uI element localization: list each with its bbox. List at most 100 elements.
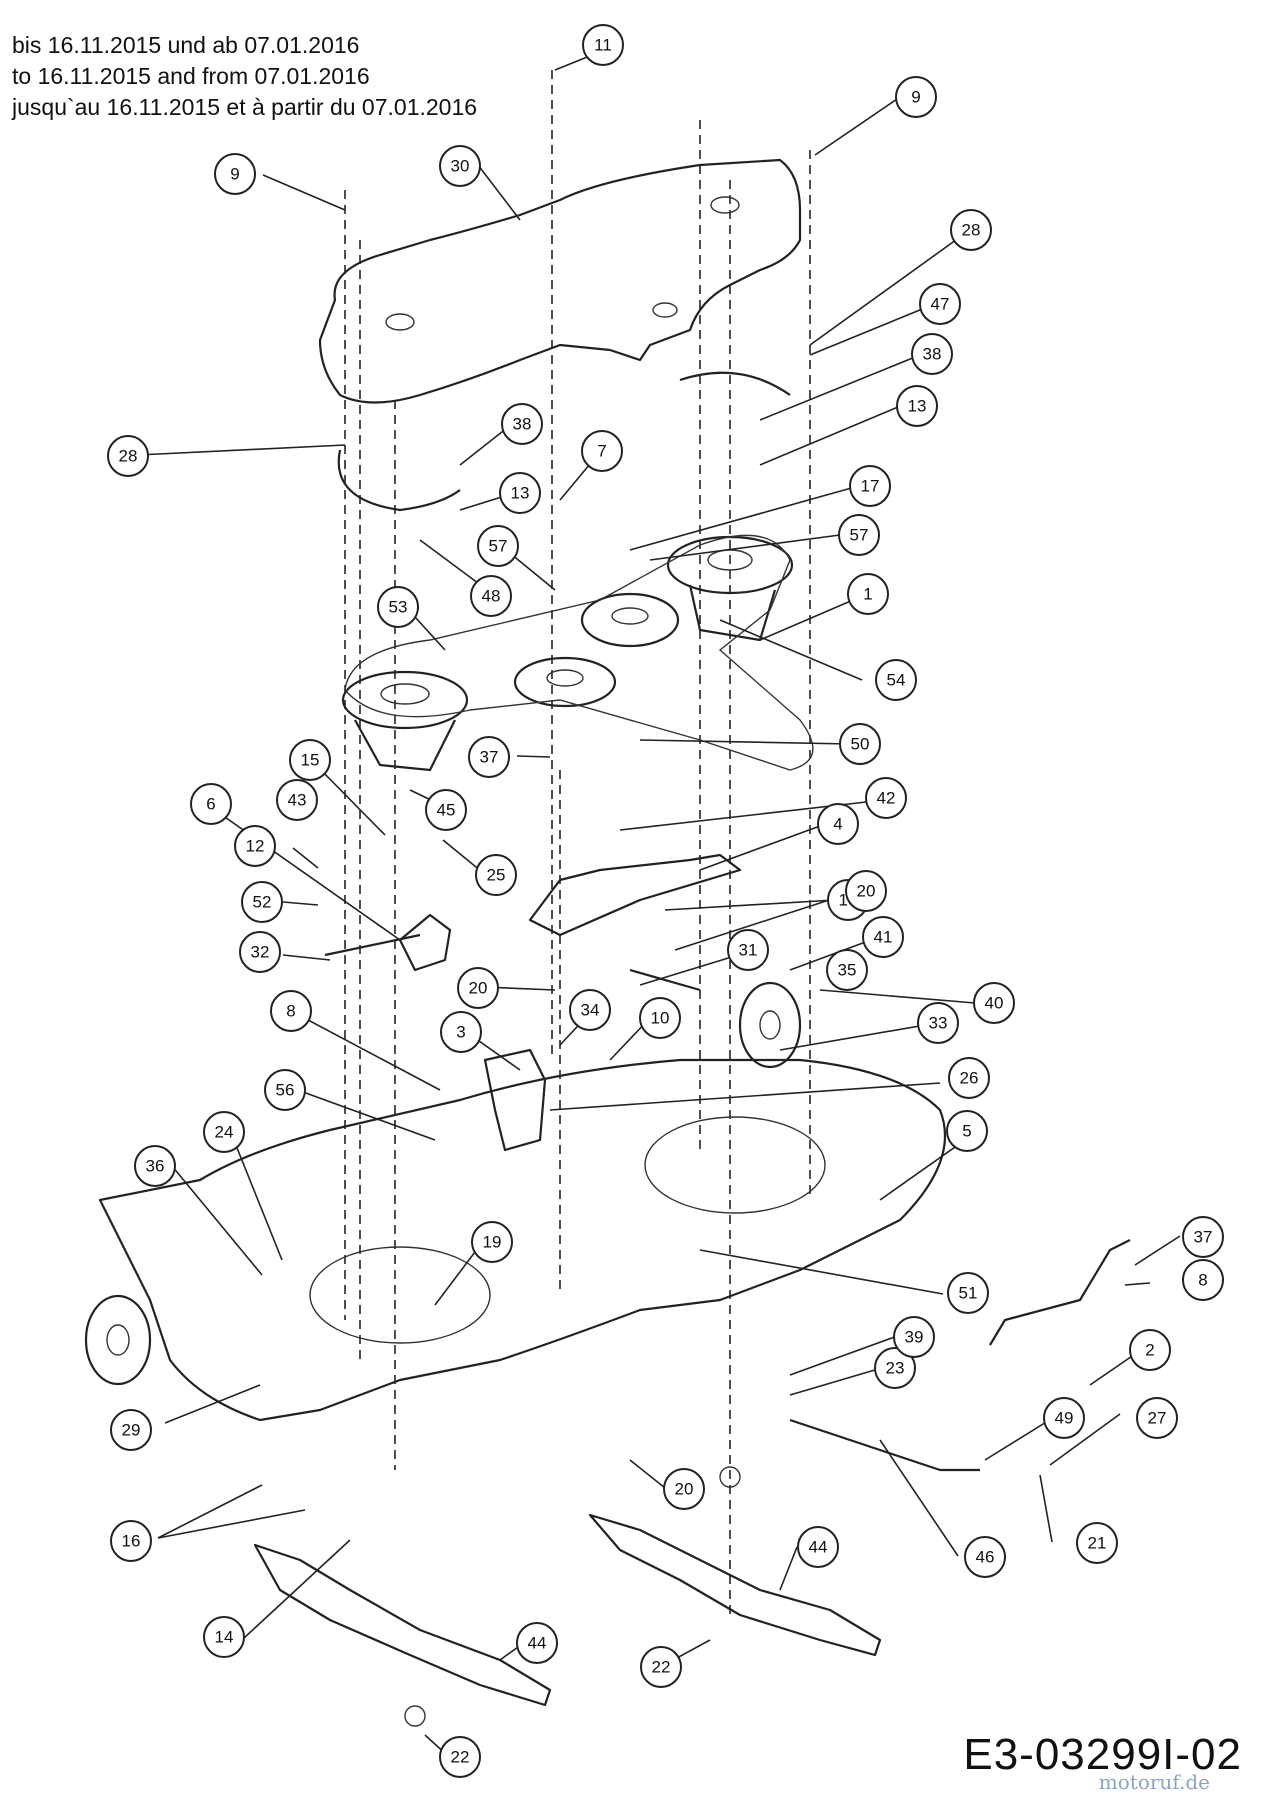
callout-circle	[845, 870, 887, 912]
callout-circle	[289, 739, 331, 781]
callout-circle	[468, 736, 510, 778]
callout-27: 27	[1136, 1397, 1178, 1439]
bracket-3	[483, 1048, 547, 1152]
blade-right	[588, 1513, 882, 1657]
cover-hole-left	[385, 313, 415, 331]
callout-label: 20	[675, 1480, 694, 1499]
deck-spindle-opening-left	[309, 1246, 491, 1344]
callout-circle	[1182, 1216, 1224, 1258]
drive-belt	[344, 534, 814, 771]
callout-52: 52	[241, 881, 283, 923]
callout-circle	[471, 1221, 513, 1263]
alignment-lines	[344, 70, 811, 1620]
callout-circle	[950, 209, 992, 251]
gauge-wheel-rod	[989, 1239, 1131, 1346]
callout-8: 8	[270, 990, 312, 1032]
callout-circle	[457, 967, 499, 1009]
belt-guide-left	[337, 449, 461, 512]
callout-label: 25	[487, 866, 506, 885]
callout-label: 44	[528, 1634, 547, 1653]
pulley-idler	[580, 592, 680, 648]
callout-label: 22	[451, 1748, 470, 1767]
callout-label: 41	[874, 928, 893, 947]
callout-44: 44	[797, 1526, 839, 1568]
callout-37: 37	[1182, 1216, 1224, 1258]
callout-42: 42	[865, 777, 907, 819]
callout-50: 50	[839, 723, 881, 765]
callout-57: 57	[477, 525, 519, 567]
callout-circle	[865, 777, 907, 819]
callout-38: 38	[501, 403, 543, 445]
pulley-center	[513, 656, 617, 708]
callout-34: 34	[569, 989, 611, 1031]
callout-circle	[896, 385, 938, 427]
callout-label: 38	[923, 345, 942, 364]
callout-circle	[440, 1011, 482, 1053]
callout-44: 44	[516, 1622, 558, 1664]
callout-30: 30	[439, 145, 481, 187]
callout-label: 9	[911, 88, 920, 107]
callout-20: 20	[457, 967, 499, 1009]
callout-circle	[874, 1347, 916, 1389]
callout-label: 4	[833, 815, 842, 834]
callout-label: 28	[119, 447, 138, 466]
callout-circle	[946, 1110, 988, 1152]
callout-56: 56	[264, 1069, 306, 1111]
callout-25: 25	[475, 854, 517, 896]
callout-17: 17	[849, 465, 891, 507]
callout-38: 38	[911, 333, 953, 375]
callout-label: 24	[215, 1123, 234, 1142]
callout-14: 14	[203, 1616, 245, 1658]
callout-49: 49	[1043, 1397, 1085, 1439]
callout-circle	[501, 403, 543, 445]
callout-label: 51	[959, 1284, 978, 1303]
callout-43: 43	[276, 779, 318, 821]
callout-circle	[477, 525, 519, 567]
callout-48: 48	[470, 575, 512, 617]
callout-circle	[475, 854, 517, 896]
callout-circle	[425, 789, 467, 831]
callout-45: 45	[425, 789, 467, 831]
callout-9: 9	[214, 153, 256, 195]
callout-label: 13	[511, 484, 530, 503]
callout-label: 20	[857, 882, 876, 901]
callout-circle	[203, 1616, 245, 1658]
callout-label: 12	[246, 837, 265, 856]
spring-32	[324, 933, 421, 957]
callout-circle	[203, 1111, 245, 1153]
deck-spindle-opening-right	[644, 1116, 826, 1214]
callout-circle	[919, 283, 961, 325]
callout-label: 45	[437, 801, 456, 820]
callout-37: 37	[468, 736, 510, 778]
callout-label: 20	[469, 979, 488, 998]
callout-label: 47	[931, 295, 950, 314]
callout-29: 29	[110, 1409, 152, 1451]
drawing-code: E3-03299I-02	[963, 1730, 1242, 1779]
callout-circle	[1043, 1397, 1085, 1439]
callout-label: 11	[594, 36, 612, 55]
callout-circle	[1136, 1397, 1178, 1439]
callout-label: 35	[838, 961, 857, 980]
callout-label: 48	[482, 587, 501, 606]
callout-54: 54	[875, 659, 917, 701]
callout-circle	[516, 1622, 558, 1664]
callout-circle	[640, 1646, 682, 1688]
callout-32: 32	[239, 931, 281, 973]
callout-22: 22	[439, 1736, 481, 1778]
callout-53: 53	[377, 586, 419, 628]
callout-label: 1	[863, 585, 872, 604]
callout-circle	[973, 982, 1015, 1024]
callout-label: 6	[206, 795, 215, 814]
callout-label: 17	[861, 477, 880, 496]
idler-arm	[528, 853, 742, 937]
callout-circle	[727, 929, 769, 971]
callout-24: 24	[203, 1111, 245, 1153]
callout-label: 34	[581, 1001, 600, 1020]
callout-36: 36	[134, 1145, 176, 1187]
deck-wheel-front-right	[738, 981, 802, 1069]
callout-label: 40	[985, 994, 1004, 1013]
callout-23: 23	[874, 1347, 916, 1389]
belt-guide-right	[679, 371, 791, 396]
callout-label: 23	[886, 1359, 905, 1378]
callout-circle	[895, 76, 937, 118]
